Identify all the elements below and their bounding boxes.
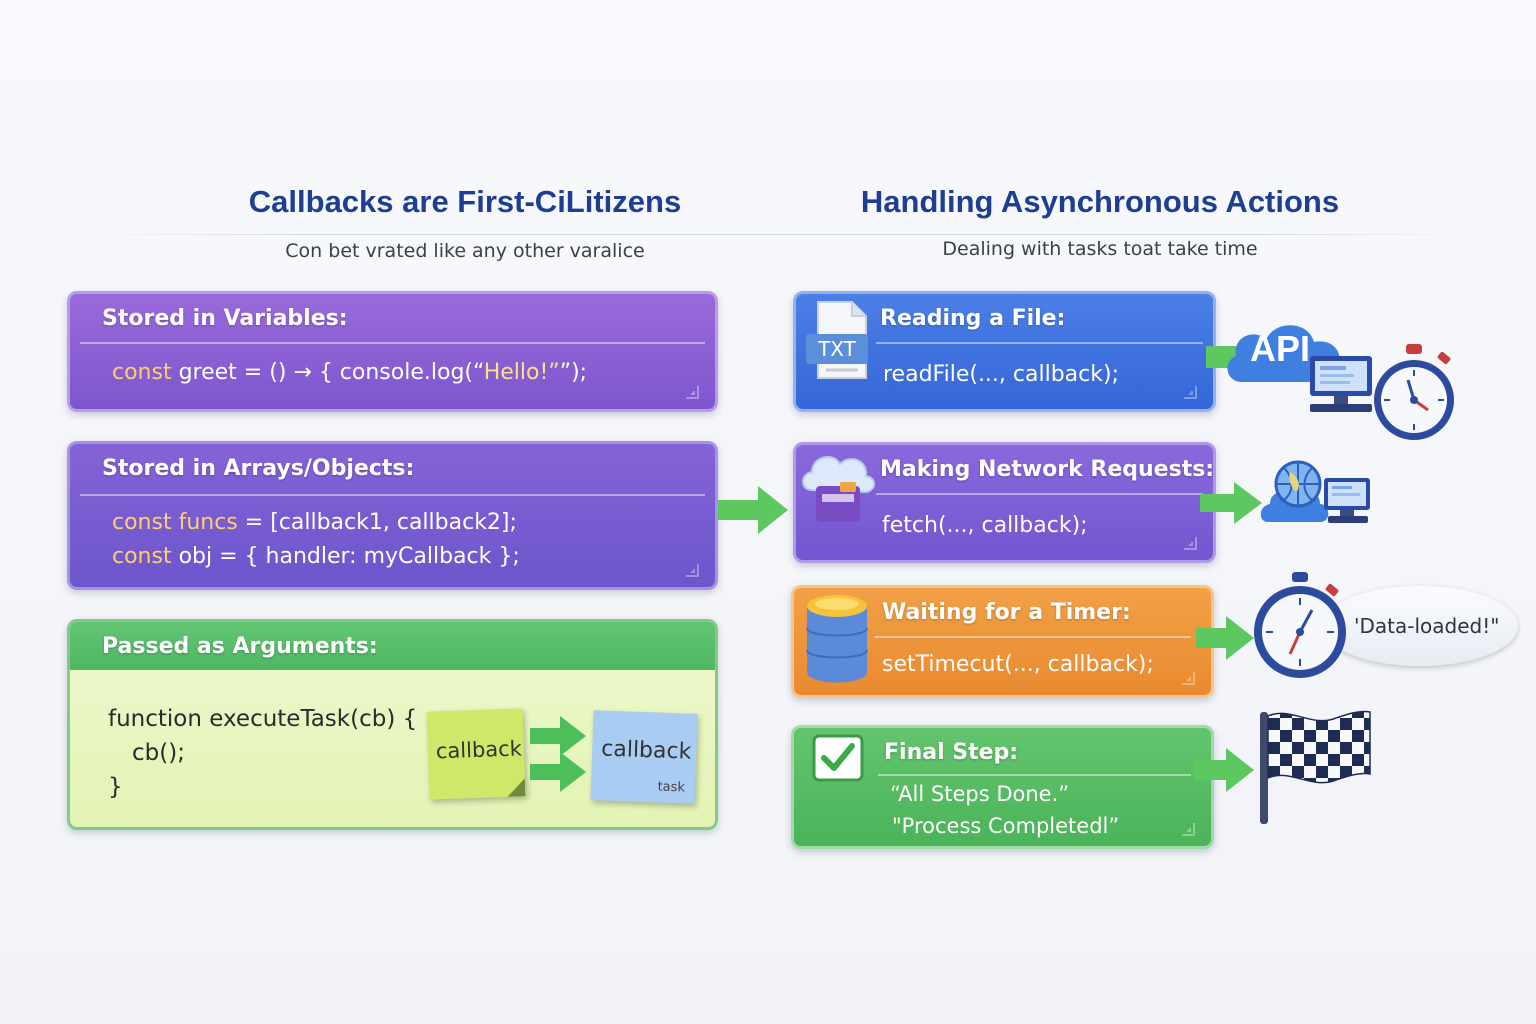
code-text: greet = () → { console.log(“: [171, 360, 484, 385]
card-divider: [874, 636, 1191, 638]
resize-grip-icon: [1182, 672, 1195, 685]
resize-grip-icon: [686, 386, 699, 399]
speech-bubble-icon: [1322, 586, 1518, 666]
left-heading: Callbacks are First-CiLitizens: [248, 184, 682, 219]
checkered-flag-icon: [1260, 710, 1371, 824]
code-line-2: cb();: [132, 740, 185, 766]
arrow-icon: [1196, 616, 1254, 660]
code-line: fetch(..., callback);: [882, 513, 1088, 538]
arrow-icon: [1200, 482, 1262, 524]
computer-icon: [1310, 356, 1372, 412]
card-stored-in-variables: Stored in Variables: const greet = () → …: [67, 291, 718, 412]
code-keyword: const: [112, 360, 172, 385]
note-label: callback: [435, 736, 523, 764]
txt-file-label: TXT: [806, 334, 868, 364]
code-text: obj = { handler: myCallback };: [171, 544, 520, 569]
right-heading: Handling Asynchronous Actions: [860, 184, 1340, 219]
code-keyword: const: [112, 544, 172, 569]
network-cloud-icon: [802, 456, 875, 522]
card-header: [70, 622, 715, 670]
checkbox-icon: [812, 734, 864, 782]
card-reading-a-file: Reading a File: readFile(..., callback);: [793, 291, 1216, 412]
card-stored-in-arrays: Stored in Arrays/Objects: const funcs = …: [67, 441, 718, 590]
speech-bubble-text: 'Data-loaded!": [1354, 614, 1500, 638]
card-title: Making Network Requests:: [880, 457, 1215, 482]
card-title: Waiting for a Timer:: [882, 600, 1131, 625]
card-title: Stored in Arrays/Objects:: [102, 456, 415, 481]
resize-grip-icon: [686, 564, 699, 577]
left-subheading: Con bet vrated like any other varalice: [285, 240, 645, 262]
code-line-1: const funcs = [callback1, callback2];: [112, 510, 517, 535]
api-label: API: [1250, 328, 1311, 369]
globe-icon: [1260, 460, 1370, 523]
resize-grip-icon: [1184, 386, 1197, 399]
final-line-1: “All Steps Done.”: [890, 782, 1070, 806]
code-line-1: function executeTask(cb) {: [108, 706, 418, 732]
card-title: Stored in Variables:: [102, 306, 348, 331]
stopwatch-icon: [1374, 344, 1454, 440]
arrow-icon: [530, 716, 586, 792]
resize-grip-icon: [1184, 537, 1197, 550]
code-line-3: }: [108, 774, 123, 800]
note-label: callback: [600, 736, 692, 765]
card-title: Reading a File:: [880, 306, 1066, 331]
card-divider: [80, 494, 705, 496]
code-line: setTimecut(..., callback);: [882, 652, 1154, 677]
code-end: ”);: [559, 360, 588, 385]
code-line: readFile(..., callback);: [883, 362, 1119, 387]
code-text: = [callback1, callback2];: [237, 510, 517, 535]
right-subheading: Dealing with tasks toat take time: [942, 238, 1258, 260]
code-line: const greet = () → { console.log(“Hello!…: [112, 360, 587, 385]
card-divider: [878, 774, 1191, 776]
card-divider: [876, 342, 1203, 344]
card-divider: [80, 342, 705, 344]
database-icon: [806, 595, 868, 683]
callback-sticky-note-blue: callback task: [590, 710, 698, 804]
card-divider: [876, 493, 1203, 495]
card-network-requests: Making Network Requests: fetch(..., call…: [793, 442, 1216, 563]
code-keyword: const funcs: [112, 510, 238, 535]
arrow-icon: [718, 486, 788, 534]
note-small-label: task: [657, 779, 686, 796]
arrow-icon: [1194, 748, 1254, 792]
stopwatch-icon: [1254, 572, 1346, 678]
connector-icon: [1206, 346, 1236, 368]
final-line-2: "Process Completedl”: [892, 814, 1120, 838]
note-fold-icon: [507, 778, 526, 797]
card-title: Final Step:: [884, 740, 1019, 765]
card-title: Passed as Arguments:: [102, 634, 378, 659]
card-passed-as-arguments: Passed as Arguments: function executeTas…: [67, 619, 718, 830]
callback-sticky-note-green: callback: [426, 708, 526, 800]
code-string: Hello!”: [483, 360, 560, 385]
resize-grip-icon: [1182, 823, 1195, 836]
code-line-2: const obj = { handler: myCallback };: [112, 544, 520, 569]
heading-divider: [90, 234, 1470, 235]
